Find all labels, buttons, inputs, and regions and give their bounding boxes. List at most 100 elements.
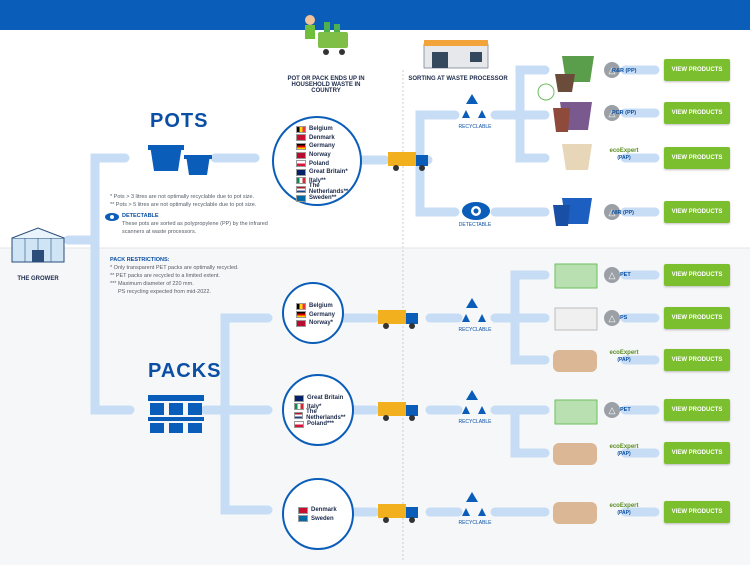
recycle-triangle-icon: △ [604,310,620,326]
ecoexpert-logo: ecoExpert(PAP) [609,503,639,516]
arrow-to-rr [490,65,550,120]
eye-icon [462,202,490,220]
pots-note-1: * Pots > 3 litres are not optimally recy… [110,194,255,200]
detectable-label: DETECTABLE [458,222,492,228]
country-sweden: Sweden** [296,194,360,203]
pots-title: POTS [150,110,209,132]
country-italy: Italy* [294,403,352,412]
country-great-britain: Great Britain [294,394,352,403]
eco-badge-icon [537,83,555,101]
eye-icon-small [105,213,119,221]
recyclable-label: RECYCLABLE [458,419,492,425]
pack-product-pet1 [554,263,598,289]
arrow-grower-to-pots [63,153,130,245]
pots-country-list: Belgium Denmark Germany Norway Poland Gr… [296,125,360,202]
view-products-button-pap[interactable]: VIEW PRODUCTS [664,147,730,169]
view-products-button-pap[interactable]: VIEW PRODUCTS [664,349,730,371]
view-products-button-pcr[interactable]: VIEW PRODUCTS [664,102,730,124]
country-poland: Poland [296,159,360,168]
pack-product-pap1 [553,350,597,372]
recycle-triangle-icon: △ [604,105,620,121]
recycle-triangle-icon: △ [604,402,620,418]
recyclable-label: RECYCLABLE [458,327,492,333]
restriction-4: PS recycling expected from mid-2022. [118,289,211,295]
pots-notes: * Pots > 3 litres are not optimally recy… [110,193,290,209]
packs-circle-2: Great Britain Italy* The Netherlands** P… [282,374,354,446]
pack-restrictions: PACK RESTRICTIONS: * Only transparent PE… [110,256,280,296]
view-products-button-pet[interactable]: VIEW PRODUCTS [664,264,730,286]
arrow-packs-to-c1 [200,313,273,415]
recycle-icon [462,94,486,516]
country-belgium: Belgium [296,302,335,311]
household-person-icon [305,15,348,55]
arrow-truck-to-detectable [415,155,460,217]
arrow-packs-to-c3 [220,405,273,515]
country-sweden: Sweden [298,515,337,524]
packs-circle-3: Denmark Sweden [282,478,354,550]
pack-product-pet2 [554,399,598,425]
pack-product-pap3 [553,502,597,524]
output-code: PCR (PP) [612,110,637,116]
arrow-to-pap1 [515,110,550,163]
pack-product-ps [554,307,598,331]
truck-icon [378,152,428,523]
view-products-button-ps[interactable]: VIEW PRODUCTS [664,307,730,329]
country-norway: Norway [296,151,360,160]
output-code: R&R (PP) [612,68,637,74]
country-netherlands: The Netherlands** [296,183,360,195]
pot-product-pap [562,144,592,170]
output-code: PET [620,272,631,278]
country-poland: Poland*** [294,420,352,429]
pots-icon [148,145,212,175]
arrow-grower-to-packs [90,235,135,415]
output-code: NIR (PP) [612,210,634,216]
packs-circle-1: Belgium Germany Norway* [282,282,344,344]
country-great-britain: Great Britain* [296,168,360,177]
view-products-button-rr[interactable]: VIEW PRODUCTS [664,59,730,81]
arrow-to-pet1 [490,270,550,323]
greenhouse-icon [11,227,65,263]
pots-detectable-note: DETECTABLE These pots are sorted as poly… [122,212,292,236]
restriction-1: * Only transparent PET packs are optimal… [110,265,239,271]
detectable-text-1: These pots are sorted as polypropylene (… [122,221,268,227]
country-denmark: Denmark [298,506,337,515]
household-label: POT OR PACK ENDS UP IN HOUSEHOLD WASTE I… [287,76,365,94]
arrow-truck-to-recyclable [415,110,460,165]
detectable-text-2: scanners at waste processors. [122,229,197,235]
arrow-to-pap3 [490,405,550,458]
country-belgium: Belgium [296,125,360,134]
packs-icon [148,395,204,433]
output-code: PS [620,315,628,321]
top-banner [0,0,750,30]
recycle-triangle-icon: △ [604,267,620,283]
pot-product-pcr [553,102,592,132]
packs-title: PACKS [148,360,222,382]
ecoexpert-logo: ecoExpert(PAP) [609,350,639,363]
country-italy: Italy** [296,177,360,186]
arrow-to-pap2 [510,313,550,365]
sorting-label: SORTING AT WASTE PROCESSOR [408,76,508,82]
view-products-button-pet[interactable]: VIEW PRODUCTS [664,399,730,421]
country-denmark: Denmark [296,134,360,143]
country-norway: Norway* [296,319,335,328]
pot-product-nir [553,198,592,226]
ecoexpert-logo: ecoExpert(PAP) [609,444,639,457]
grower-label: THE GROWER [17,276,59,282]
pots-note-2: ** Pots > 5 litres are not optimally rec… [110,202,257,208]
view-products-button-pap[interactable]: VIEW PRODUCTS [664,501,730,523]
view-products-button-pap[interactable]: VIEW PRODUCTS [664,442,730,464]
country-germany: Germany [296,311,335,320]
pots-country-circle: Belgium Denmark Germany Norway Poland Gr… [272,116,362,206]
pack-product-pap2 [553,443,597,465]
country-netherlands: The Netherlands** [294,409,352,421]
pack-restrictions-title: PACK RESTRICTIONS: [110,257,170,263]
ecoexpert-logo: ecoExpert(PAP) [609,148,639,161]
view-products-button-nir[interactable]: VIEW PRODUCTS [664,201,730,223]
restriction-2: ** PET packs are recycled to a limited e… [110,273,220,279]
recyclable-label: RECYCLABLE [458,520,492,526]
recycle-triangle-icon: △ [604,204,620,220]
restriction-3: *** Maximum diameter of 220 mm. [110,281,194,287]
detectable-title: DETECTABLE [122,213,159,219]
recyclable-label: RECYCLABLE [458,124,492,130]
